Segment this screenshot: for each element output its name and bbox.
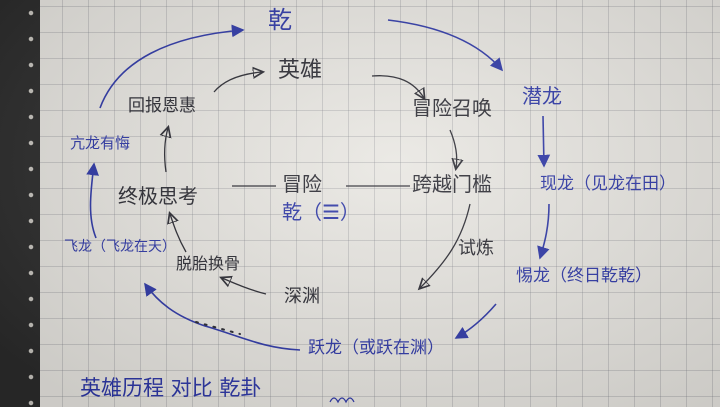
arrow-abyss-to-transform: [222, 278, 267, 295]
node-feilong: 飞龙（飞龙在天）: [64, 239, 176, 255]
arrow-xianlong-to-tilong: [537, 203, 550, 260]
center-adventure: 冒险: [282, 172, 322, 196]
arrow-kang-to-qian: [99, 24, 245, 109]
arrow-tilong-to-yuelong: [454, 303, 497, 339]
footer-scribble: [329, 397, 355, 404]
arrow-hero-to-call: [371, 75, 424, 98]
node-xianlong: 现龙（见龙在田）: [540, 174, 676, 194]
node-hero: 英雄: [278, 58, 323, 83]
node-kanglong: 亢龙有悔: [70, 134, 131, 152]
node-call: 冒险召唤: [412, 96, 492, 120]
node-threshold: 跨越门槛: [412, 172, 492, 196]
node-transform: 脱胎换骨: [176, 254, 241, 273]
center-qian-trigram: 乾（☰）: [282, 200, 360, 224]
node-trial: 试炼: [458, 238, 494, 259]
arrow-qianlong-to-xianlong: [537, 115, 551, 168]
arrow-call-to-threshold: [449, 129, 457, 168]
node-tilong: 惕龙（终日乾乾）: [516, 266, 652, 286]
node-qian: 乾: [268, 6, 292, 34]
node-yuelong: 跃龙（或跃在渊）: [308, 338, 444, 358]
arrow-return-to-hero: [213, 72, 262, 93]
arrow-feilong-to-kanglong: [86, 162, 99, 239]
arrow-qian-to-qianlong: [387, 19, 504, 72]
arrow-yuelong-to-feilong: [144, 282, 301, 351]
arrow-threshold-to-abyss: [420, 203, 471, 288]
arrow-transform-to-reflect: [170, 214, 187, 253]
dotted-trail: [195, 321, 241, 335]
node-reflect: 终极思考: [118, 184, 198, 208]
footer-caption: 英雄历程 对比 乾卦: [80, 376, 262, 400]
node-qianlong: 潜龙: [522, 84, 562, 108]
node-abyss: 深渊: [284, 286, 320, 307]
notebook-binding: [0, 0, 40, 407]
arrow-reflect-to-return: [165, 128, 168, 173]
node-return: 回报恩惠: [128, 96, 196, 116]
